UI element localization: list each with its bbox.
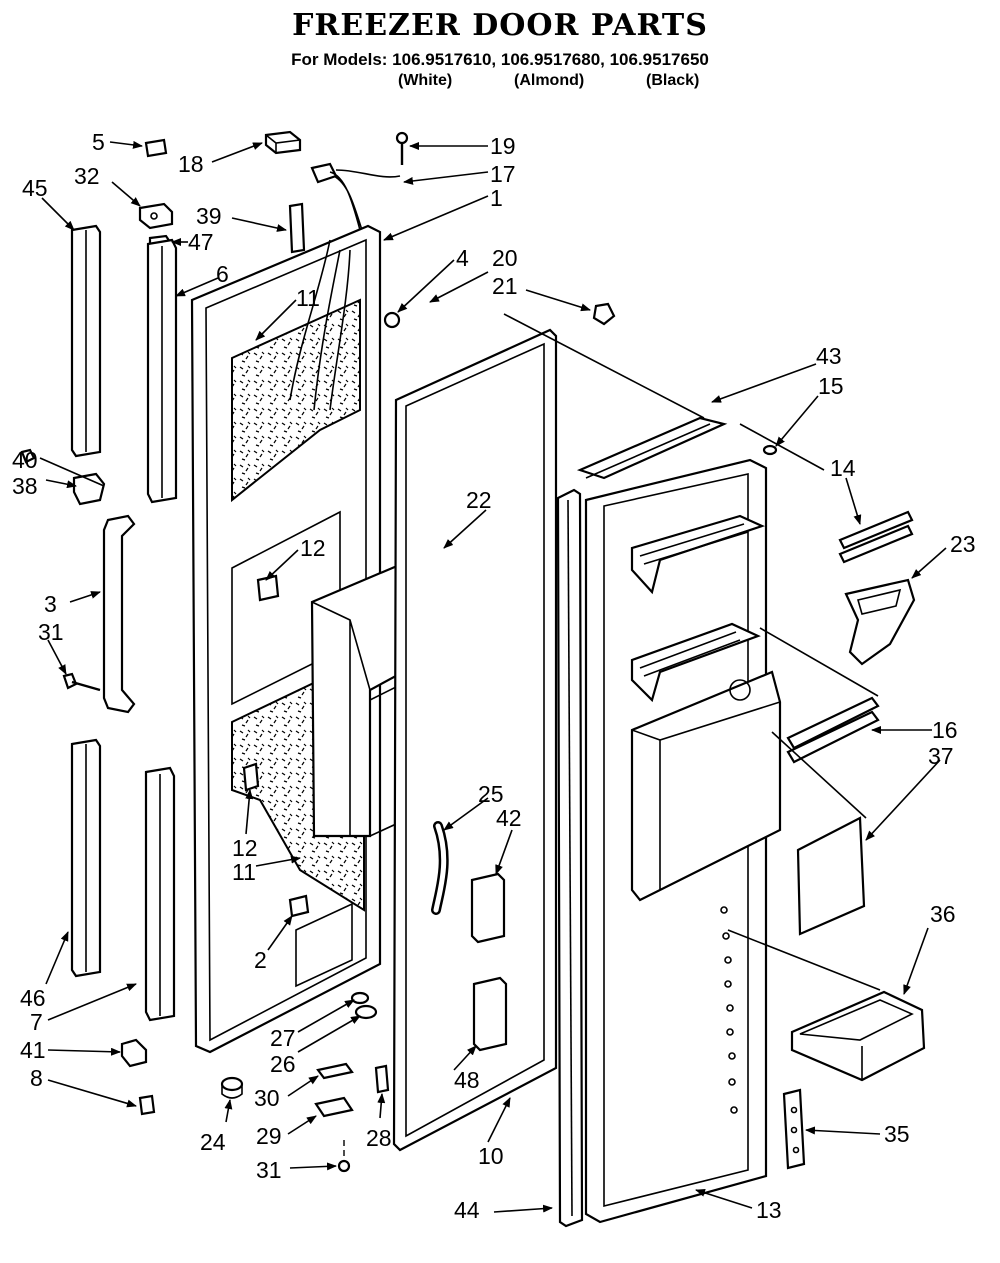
callout-15: 15 (818, 373, 844, 399)
callout-35: 35 (884, 1121, 910, 1147)
callout-32: 32 (74, 163, 100, 189)
color-label-white: (White) (398, 72, 453, 89)
callout-16: 16 (932, 717, 958, 743)
part-top-strip (576, 416, 728, 480)
callout-41: 41 (20, 1037, 46, 1063)
part-wire-harness (310, 162, 401, 237)
callout-43: 43 (816, 343, 842, 369)
part-bracket-35 (782, 1088, 806, 1170)
callout-25: 25 (478, 781, 504, 807)
callout-6: 6 (216, 261, 229, 287)
part-screw-handle (62, 672, 101, 692)
part-handle-mount (20, 448, 106, 506)
part-rail-16 (786, 696, 880, 764)
part-screw-28 (374, 1064, 390, 1094)
part-top-hinge-block (264, 130, 302, 155)
callout-3: 3 (44, 591, 57, 617)
part-foot-cap (220, 1076, 244, 1099)
part-outer-door-panel (190, 224, 382, 1054)
callout-46: 46 (20, 985, 46, 1011)
part-ice-chute (844, 578, 916, 666)
callout-29: 29 (256, 1123, 282, 1149)
callout-39: 39 (196, 203, 222, 229)
part-drip-tray (790, 990, 926, 1082)
callout-26: 26 (270, 1051, 296, 1077)
callout-8: 8 (30, 1065, 43, 1091)
part-screw-bottom (138, 1094, 156, 1116)
callout-11-lower: 11 (232, 859, 256, 885)
part-water-tube-upper (399, 305, 428, 395)
callout-31-lower: 31 (256, 1157, 282, 1183)
callout-13: 13 (756, 1197, 782, 1223)
models-line: For Models: 106.9517610, 106.9517680, 10… (291, 50, 709, 69)
callout-labels: 5 18 32 45 39 47 6 19 17 1 4 20 21 11 43… (12, 129, 976, 1223)
part-clip-bottom (288, 894, 310, 918)
part-door-channel-upper (146, 238, 178, 504)
part-washers (350, 991, 378, 1020)
callout-12-upper: 12 (300, 535, 326, 561)
part-small-trim (288, 202, 306, 254)
part-screw-lower (337, 1140, 351, 1173)
callout-22: 22 (466, 487, 492, 513)
callout-21: 21 (492, 273, 518, 299)
callout-4: 4 (456, 245, 469, 271)
callout-7: 7 (30, 1009, 43, 1035)
callout-14: 14 (830, 455, 856, 481)
callout-44: 44 (454, 1197, 480, 1223)
leader-lines (39, 140, 947, 1213)
callout-27: 27 (270, 1025, 296, 1051)
part-bottom-bracket (120, 1038, 148, 1068)
part-screw-15 (762, 444, 778, 456)
part-label-plate (144, 138, 168, 158)
part-screw-top (395, 131, 409, 165)
part-clip-upper (256, 574, 280, 602)
part-grommet (383, 311, 401, 329)
callout-1: 1 (490, 185, 503, 211)
part-door-channel-lower (144, 766, 176, 1022)
callout-36: 36 (930, 901, 956, 927)
page-title: FREEZER DOOR PARTS (292, 8, 708, 43)
color-label-almond: (Almond) (514, 72, 585, 89)
part-door-handle (102, 514, 136, 714)
callout-19: 19 (490, 133, 516, 159)
callout-18: 18 (178, 151, 204, 177)
callout-31-upper: 31 (38, 619, 64, 645)
part-trim-strip-upper (70, 224, 102, 458)
part-hinge-bracket (138, 202, 174, 230)
part-water-tube-lower (431, 821, 449, 915)
callout-40: 40 (12, 447, 38, 473)
callout-2: 2 (254, 947, 267, 973)
callout-20: 20 (492, 245, 518, 271)
part-nut (592, 302, 616, 326)
part-panel-37 (796, 816, 866, 936)
callout-47: 47 (188, 229, 214, 255)
part-door-gasket (392, 328, 558, 1152)
callout-5: 5 (92, 129, 105, 155)
callout-48: 48 (454, 1067, 480, 1093)
callout-38: 38 (12, 473, 38, 499)
part-hinge-plates (314, 1062, 354, 1118)
callout-45: 45 (22, 175, 48, 201)
color-label-black: (Black) (646, 72, 700, 89)
callout-17: 17 (490, 161, 516, 187)
callout-24: 24 (200, 1129, 226, 1155)
callout-10: 10 (478, 1143, 504, 1169)
callout-23: 23 (950, 531, 976, 557)
part-foam-block-42 (470, 872, 506, 944)
callout-28: 28 (366, 1125, 392, 1151)
callout-12-lower: 12 (232, 835, 258, 861)
part-foam-block-48 (472, 976, 508, 1052)
callout-30: 30 (254, 1085, 280, 1111)
part-shelf-rail (838, 510, 914, 564)
part-trim-strip-lower (70, 738, 102, 978)
callout-37: 37 (928, 743, 954, 769)
callout-42: 42 (496, 805, 522, 831)
callout-11-upper: 11 (296, 285, 320, 311)
part-inner-door-liner (584, 458, 782, 1224)
part-side-trim (556, 488, 584, 1228)
part-clip-lower (242, 762, 260, 792)
